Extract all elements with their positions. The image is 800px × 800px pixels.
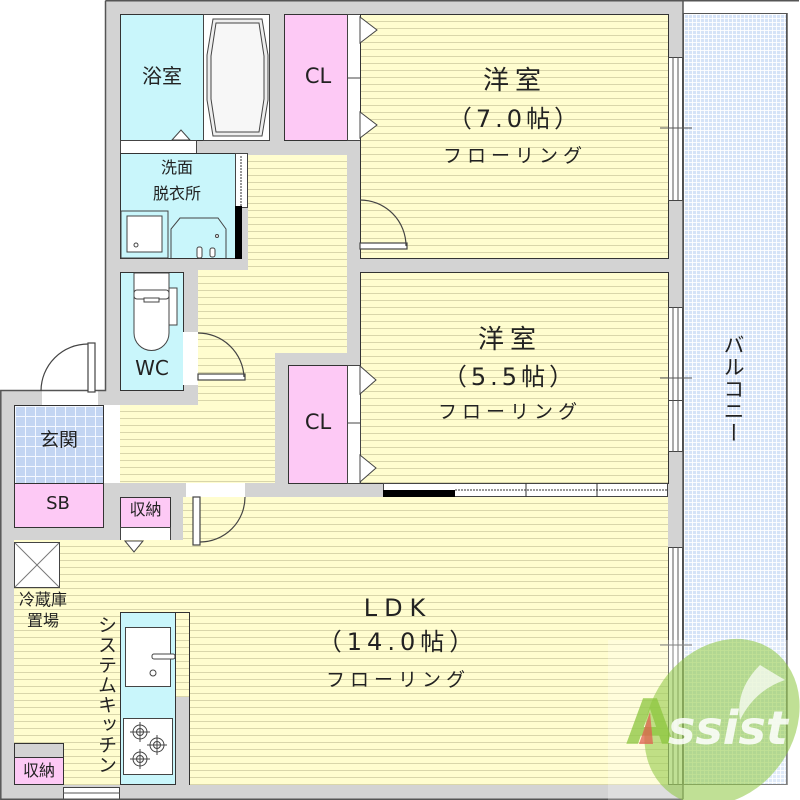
washroom-black-bar [235, 206, 242, 259]
ldk-upper [183, 497, 668, 542]
hallway-upper [248, 155, 347, 271]
bathroom-label: 浴室 [142, 64, 182, 88]
bathtub-area [203, 14, 270, 141]
closet-1-label: CL [304, 64, 332, 88]
fridge-label-line1: 冷蔵庫 [18, 590, 67, 609]
toilet-doorway [183, 332, 198, 385]
fridge-label-line2: 置場 [26, 611, 59, 630]
storage-2-label: 収納 [22, 761, 55, 780]
kitchen-wall [175, 697, 190, 785]
ldk-name: LDK [363, 594, 433, 622]
western-room-2-size: （5.5帖） [442, 363, 578, 391]
entrance-label: 玄関 [39, 429, 78, 451]
washroom-partition [235, 153, 248, 208]
storage-1-door-strip [120, 527, 171, 541]
washroom-label-line2: 脱衣所 [152, 184, 201, 203]
ldk-doorway [186, 483, 245, 497]
hallway-middle [198, 270, 347, 353]
kitchen-label: システムキッチン [95, 615, 117, 775]
western-room-1-name: 洋室 [482, 66, 547, 96]
storage-1-label: 収納 [129, 500, 162, 519]
western-room-1-flooring: フローリング [442, 145, 587, 167]
window-ldk-lower [668, 547, 683, 785]
toilet-label: WC [135, 356, 169, 380]
western-room-2-flooring: フローリング [437, 401, 582, 423]
fridge-space [14, 542, 60, 588]
western-room-1-size: （7.0帖） [447, 105, 583, 133]
shoe-box-label: SB [46, 493, 70, 514]
storage-2-wall [14, 743, 64, 758]
window-bottom [63, 787, 120, 800]
window-ldk-upper [668, 400, 683, 452]
balcony-label: バルコニー [721, 334, 745, 444]
closet-2-door-strip [347, 365, 361, 484]
kitchen-sink [125, 627, 171, 687]
kitchen-stove [123, 718, 173, 775]
western-room-1 [360, 14, 669, 259]
entry-step [103, 405, 120, 483]
western-room-2-name: 洋室 [477, 325, 542, 355]
entry-doorway [42, 390, 98, 405]
kitchen-counter [175, 612, 190, 698]
sliding-door-panel-black [383, 490, 455, 497]
bathroom-door-strip [120, 140, 197, 154]
closet-2-label: CL [304, 410, 332, 434]
ldk-size: （14.0帖） [317, 628, 479, 656]
closet-1-door-strip [347, 14, 361, 141]
window-room-1 [668, 57, 683, 201]
hallway-entry [120, 405, 275, 483]
ldk-flooring: フローリング [325, 669, 470, 691]
washroom-label-line1: 洗面 [160, 158, 193, 177]
